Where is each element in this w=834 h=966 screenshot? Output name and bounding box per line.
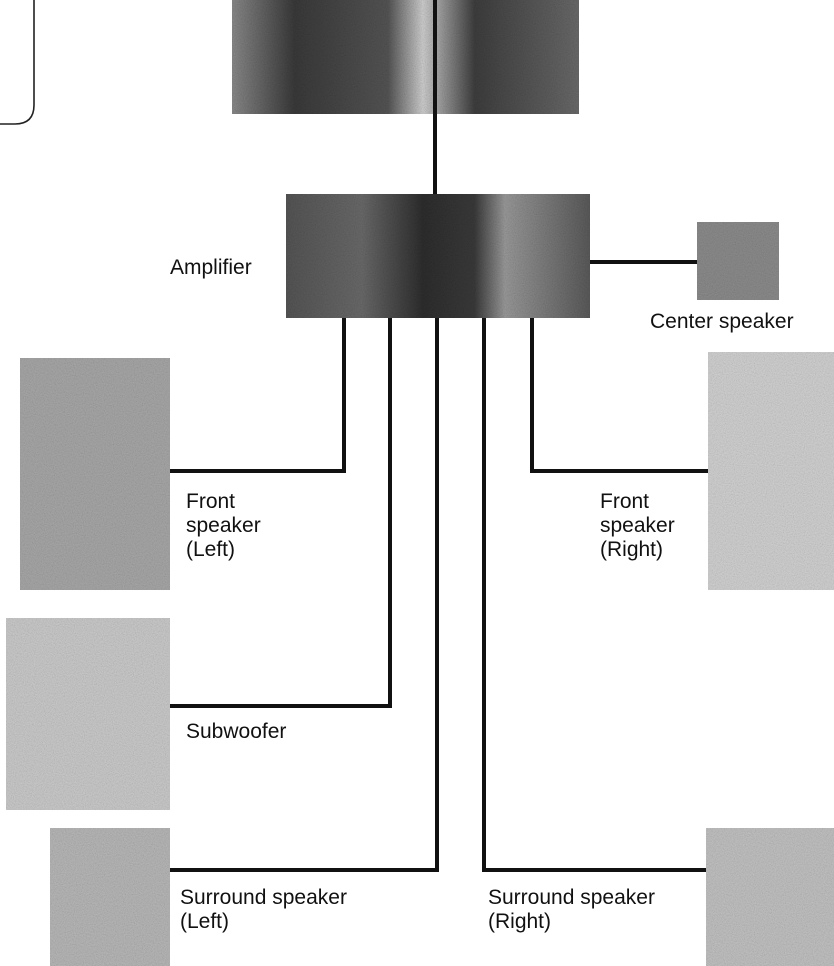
surround-left-label: Surround speaker (Left) xyxy=(180,886,347,933)
amp-to-front-left-line xyxy=(170,318,346,473)
amp-to-front-right-line xyxy=(530,318,708,473)
connection-lines xyxy=(170,0,708,872)
surround-right-label: Surround speaker (Right) xyxy=(488,886,655,933)
subwoofer-label: Subwoofer xyxy=(186,720,287,743)
subwoofer-box xyxy=(6,618,170,810)
frame-corner xyxy=(0,0,35,125)
amplifier-unit xyxy=(286,194,590,318)
front-left-speaker-box xyxy=(20,358,170,590)
front-left-label: Front speaker (Left) xyxy=(186,490,261,561)
center-speaker-label: Center speaker xyxy=(650,310,794,333)
front-right-speaker-box xyxy=(708,352,834,590)
surround-left-speaker-box xyxy=(50,828,170,966)
surround-right-speaker-box xyxy=(706,828,834,966)
source-device xyxy=(232,0,579,114)
amp-to-surround-right-line xyxy=(482,318,706,872)
amp-to-surround-left-line xyxy=(170,318,439,872)
front-right-label: Front speaker (Right) xyxy=(600,490,675,561)
center-speaker-box xyxy=(697,222,779,300)
amp-to-subwoofer-line xyxy=(170,318,392,708)
amplifier-label: Amplifier xyxy=(170,256,252,279)
